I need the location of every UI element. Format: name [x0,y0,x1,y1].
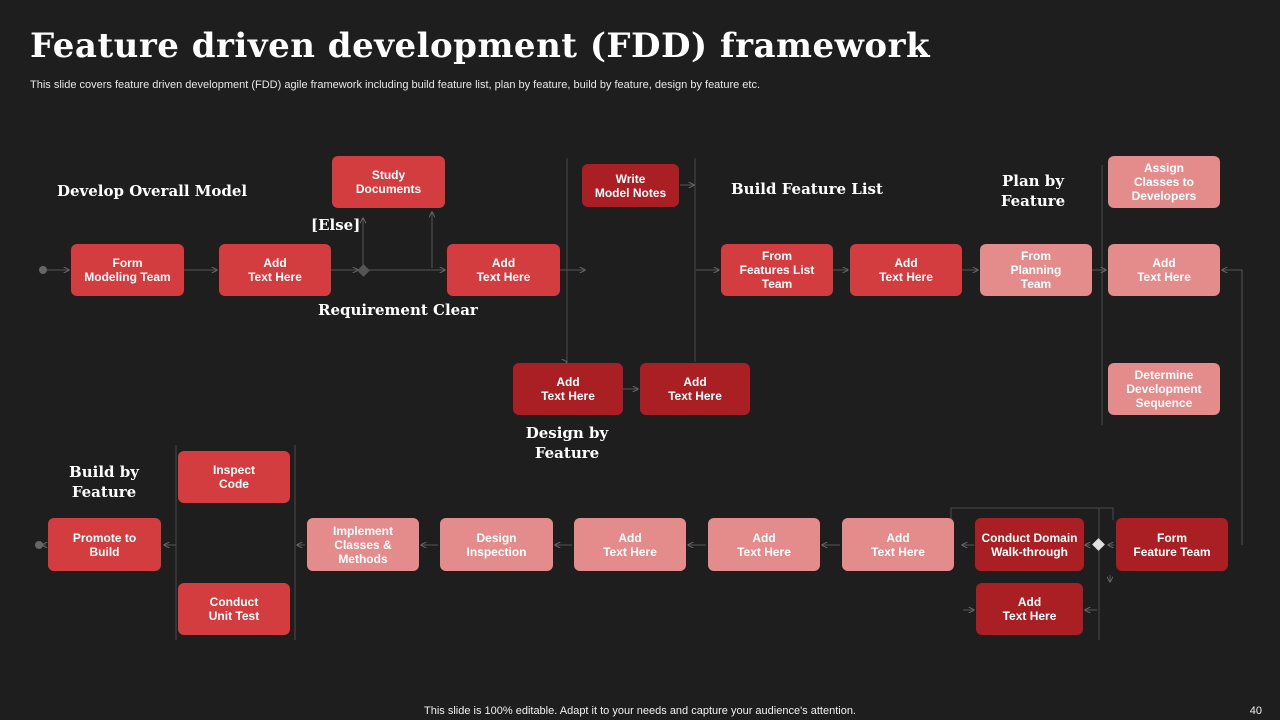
add-text-box-3[interactable]: Add Text Here [850,244,962,296]
add-text-box-10[interactable]: Add Text Here [976,583,1083,635]
label-develop-overall-model: Develop Overall Model [57,182,248,200]
page-number: 40 [1249,705,1262,717]
page-subtitle: This slide covers feature driven develop… [30,79,761,91]
label-requirement-clear: Requirement Clear [318,301,478,319]
label-else: [Else] [311,216,361,234]
footer-note: This slide is 100% editable. Adapt it to… [424,705,856,717]
add-text-box-5[interactable]: Add Text Here [513,363,623,415]
add-text-box-7[interactable]: Add Text Here [574,518,686,571]
page-title: Feature driven development (FDD) framewo… [30,26,931,66]
add-text-box-6[interactable]: Add Text Here [640,363,750,415]
determine-sequence-box[interactable]: Determine Development Sequence [1108,363,1220,415]
label-plan-by-feature: Plan by Feature [1000,172,1066,210]
assign-classes-box[interactable]: Assign Classes to Developers [1108,156,1220,208]
from-planning-team-box[interactable]: From Planning Team [980,244,1092,296]
study-documents-box[interactable]: Study Documents [332,156,445,208]
design-inspection-box[interactable]: Design Inspection [440,518,553,571]
from-features-list-team-box[interactable]: From Features List Team [721,244,833,296]
end-node [35,541,43,549]
add-text-box-8[interactable]: Add Text Here [708,518,820,571]
conduct-unit-test-box[interactable]: Conduct Unit Test [178,583,290,635]
inspect-code-box[interactable]: Inspect Code [178,451,290,503]
promote-to-build-box[interactable]: Promote to Build [48,518,161,571]
label-build-feature-list: Build Feature List [731,180,883,198]
add-text-box-9[interactable]: Add Text Here [842,518,954,571]
add-text-box-2[interactable]: Add Text Here [447,244,560,296]
write-model-notes-box[interactable]: Write Model Notes [582,164,679,207]
implement-classes-box[interactable]: Implement Classes & Methods [307,518,419,571]
start-node [39,266,47,274]
conduct-domain-walkthrough-box[interactable]: Conduct Domain Walk-through [975,518,1084,571]
form-feature-team-box[interactable]: Form Feature Team [1116,518,1228,571]
form-modeling-team-box[interactable]: Form Modeling Team [71,244,184,296]
add-text-box-4[interactable]: Add Text Here [1108,244,1220,296]
label-build-by-feature: Build by Feature [69,463,139,501]
label-design-by-feature: Design by Feature [525,424,609,462]
add-text-box-1[interactable]: Add Text Here [219,244,331,296]
